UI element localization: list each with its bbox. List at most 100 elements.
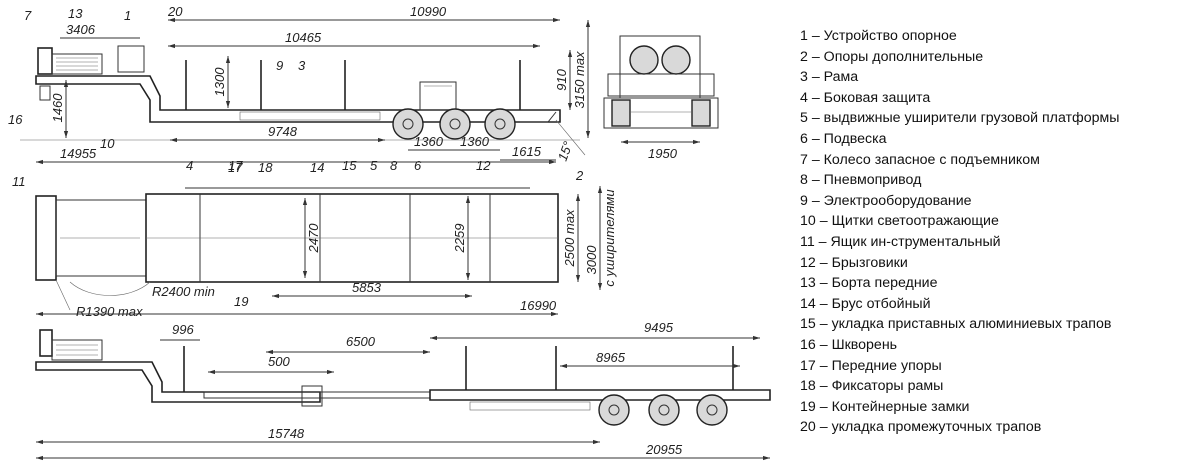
legend-item-number: 13 [800,275,816,292]
legend-item-number: 4 [800,89,808,106]
legend-separator: – [815,357,832,374]
legend-item-17: 17 – Передние упоры [800,356,1195,377]
legend-item-13: 13 – Борта передние [800,273,1195,294]
legend-item-6: 6 – Подвеска [800,129,1195,150]
callout-8: 8 [390,158,398,173]
legend-item-text: Борта передние [831,275,938,292]
legend-item-text: Щитки светоотражающие [831,213,999,230]
legend-separator: – [815,254,832,271]
legend-item-8: 8 – Пневмопривод [800,170,1195,191]
dim-rear-deck: 8965 [596,350,626,365]
legend-separator: – [815,213,832,230]
legend-separator: – [815,275,832,292]
legend-item-text: Контейнерные замки [831,398,970,415]
legend-item-number: 18 [800,378,816,395]
callout-18: 18 [258,160,273,175]
legend-item-text: выдвижные уширители грузовой платформы [823,110,1120,127]
legend-item-number: 11 [800,233,815,250]
callout-16: 16 [8,112,23,127]
legend-item-number: 10 [800,213,816,230]
top-view: 2470 2259 2500 max 3000 с уширителями R2… [12,160,617,319]
callout-6: 6 [414,158,422,173]
legend-item-15: 15 – укладка приставных алюминиевых трап… [800,314,1195,335]
legend-separator: – [807,192,824,209]
legend-item-4: 4 – Боковая защита [800,88,1195,109]
legend-item-text: Рама [823,69,859,86]
legend-item-text: Колесо запасное с подъемником [823,151,1040,168]
legend-item-number: 7 [800,151,808,168]
legend-item-text: укладка промежуточных трапов [831,419,1042,436]
callout-11: 11 [12,174,26,189]
dim-deck-height: 1460 [50,93,65,123]
dim-extended-note: с уширителями [602,189,617,286]
legend-separator: – [814,233,831,250]
legend-item-3: 3 – Рама [800,67,1195,88]
legend-separator: – [807,130,824,147]
legend-item-text: Брызговики [831,254,908,271]
callout-2: 2 [575,168,584,183]
side-view: 10990 10465 3406 1300 1460 910 3150 max … [8,4,591,183]
dim-platform: 10465 [285,30,322,45]
extended-view: 996 500 6500 9495 8965 15748 20955 [35,320,771,461]
legend-item-20: 20 – укладка промежуточных трапов [800,417,1195,438]
legend-item-text: Ящик ин-струментальный [830,233,1001,250]
legend-item-12: 12 – Брызговики [800,253,1195,274]
legend-item-number: 3 [800,69,808,86]
legend-separator: – [807,172,824,189]
callout-5: 5 [370,158,378,173]
dim-track: 1950 [648,146,678,161]
dim-kingpin-radius: R2400 min [152,284,215,299]
legend-item-text: Шкворень [831,336,898,353]
legend-item-text: Опоры дополнительные [823,48,984,65]
legend-item-number: 19 [800,398,816,415]
dim-neck-offset: 996 [172,322,194,337]
callout-20: 20 [167,4,183,19]
legend-item-number: 9 [800,192,808,209]
legend-item-1: 1 – Устройство опорное [800,26,1195,47]
legend-item-7: 7 – Колесо запасное с подъемником [800,150,1195,171]
legend-item-text: Устройство опорное [823,28,957,44]
callout-17-top: 17 [228,160,243,175]
legend-separator: – [807,69,824,86]
legend-separator: – [815,336,832,353]
legend-item-number: 20 [800,419,816,436]
dim-extension-stroke: 500 [268,354,290,369]
legend-item-text: Подвеска [823,130,887,147]
dim-departure-angle: 15° [555,139,576,163]
legend-item-text: укладка приставных алюминиевых трапов [831,316,1112,333]
legend-item-text: Пневмопривод [823,172,922,189]
dim-overall-top: 10990 [410,4,447,19]
callout-15: 15 [342,158,357,173]
legend-separator: – [815,398,832,415]
dim-platform-width: 2500 max [562,209,577,268]
legend-item-number: 12 [800,254,816,271]
legend-item-number: 15 [800,316,816,333]
legend-separator: – [807,89,824,106]
dim-front-overhang: 910 [554,68,569,90]
legend-item-number: 5 [800,110,808,127]
dim-extended-width: 3000 [584,245,599,275]
callout-7: 7 [24,8,32,23]
dim-stake-height: 1300 [212,67,227,97]
dim-overall-length: 14955 [60,146,97,161]
legend-separator: – [815,295,832,312]
legend-separator: – [815,316,832,333]
dim-inner-width: 2470 [306,223,321,254]
legend-item-number: 1 [800,28,808,44]
dim-extension-length: 6500 [346,334,376,349]
legend-item-text: Фиксаторы рамы [831,378,944,395]
legend-separator: – [807,110,824,127]
dim-axle-spacing-2: 1360 [460,134,490,149]
dim-frame-length: 9748 [268,124,298,139]
legend-item-number: 8 [800,172,808,189]
callout-3: 3 [298,58,306,73]
legend-item-number: 2 [800,48,808,65]
legend-item-5: 5 – выдвижные уширители грузовой платфор… [800,108,1195,129]
legend-item-18: 18 – Фиксаторы рамы [800,376,1195,397]
callout-12: 12 [476,158,491,173]
legend-item-text: Брус отбойный [831,295,931,312]
legend-item-number: 17 [800,357,816,374]
legend-item-text: Передние упоры [831,357,942,374]
legend-item-11: 11 – Ящик ин-струментальный [800,232,1195,253]
dim-extended-length: 20955 [645,442,683,457]
